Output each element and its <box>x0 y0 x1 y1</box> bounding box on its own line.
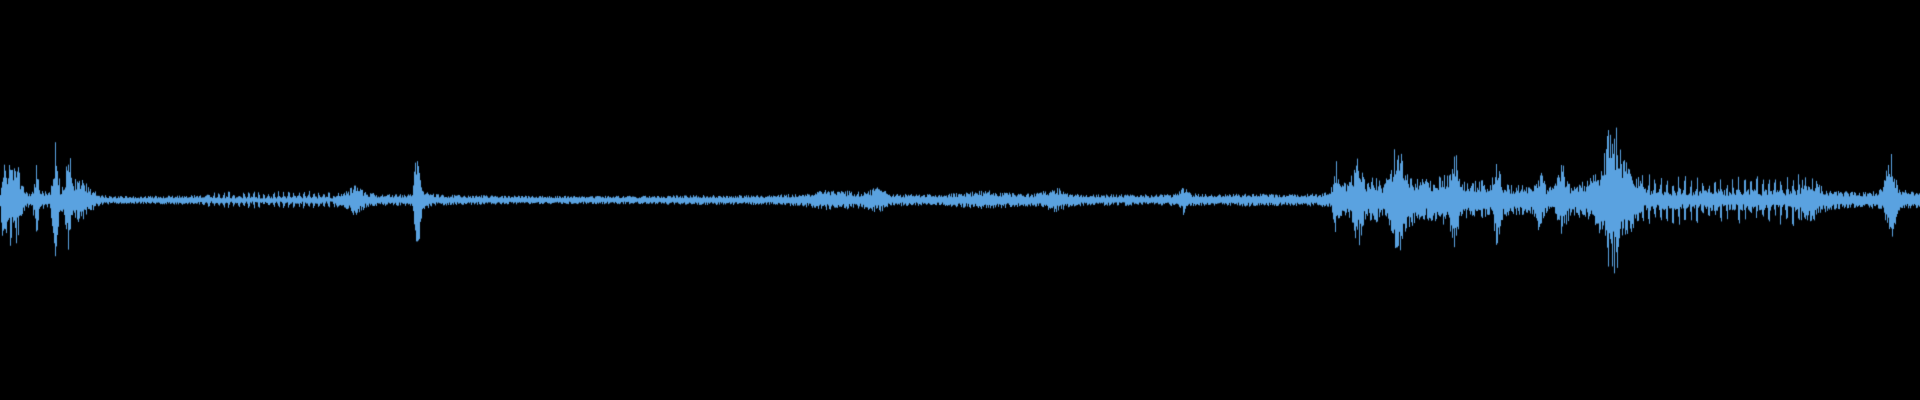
waveform-panel <box>0 0 1920 400</box>
audio-waveform[interactable] <box>0 0 1920 400</box>
